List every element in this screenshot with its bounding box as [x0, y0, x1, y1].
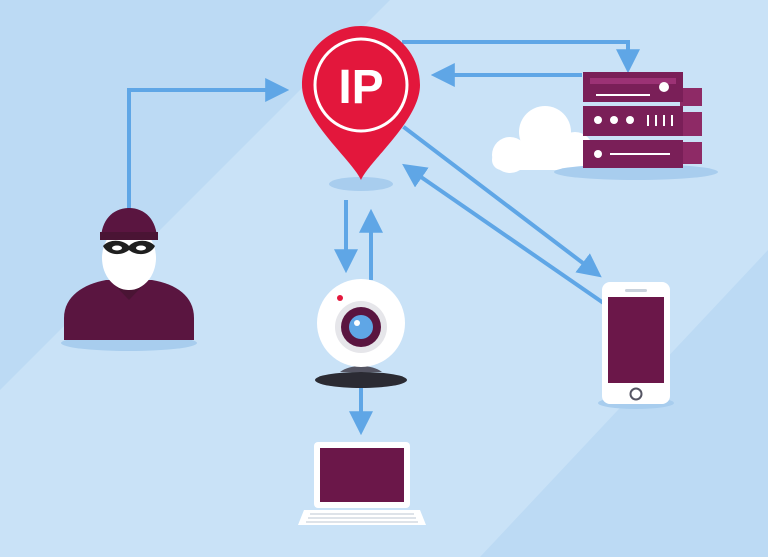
webcam-indicator-light — [337, 295, 343, 301]
hacker — [61, 208, 197, 351]
cloud — [492, 106, 593, 173]
laptop-keyboard — [306, 513, 418, 523]
server-unit-1-side — [680, 88, 702, 106]
phone-speaker — [625, 289, 647, 292]
pin-label: IP — [338, 61, 383, 114]
arrow-ip-to-phone — [402, 125, 602, 278]
ip-location-pin: IP — [302, 26, 420, 191]
hacker-torso — [64, 280, 194, 340]
webcam — [315, 279, 407, 388]
cloud-base — [492, 150, 592, 170]
phone-home-button — [629, 387, 643, 401]
webcam-stand-base — [315, 372, 407, 388]
server-unit-3-side — [680, 142, 702, 164]
arrow-hacker-to-ip — [127, 78, 290, 215]
laptop-screen — [320, 448, 404, 502]
hacker-beanie-band — [100, 232, 158, 240]
arrow-phone-to-ip — [402, 163, 605, 305]
pin-shadow — [329, 177, 393, 191]
smartphone — [598, 282, 674, 409]
hacker-eye-left — [112, 245, 122, 251]
server-unit-2-knob-2 — [610, 116, 618, 124]
server-unit-2-knob-1 — [594, 116, 602, 124]
pin-inner-circle — [313, 37, 409, 133]
server-unit-2-knob-3 — [626, 116, 634, 124]
connection-arrows — [127, 40, 640, 436]
phone-screen — [608, 297, 664, 383]
hacker-eye-right — [136, 245, 146, 251]
server-unit-2-ports — [647, 115, 673, 126]
server-unit-1-top — [590, 78, 676, 84]
server-unit-1-led — [659, 82, 669, 92]
webcam-lens — [349, 315, 373, 339]
server-unit-2-side — [680, 112, 702, 136]
arrow-ip-to-server — [402, 40, 640, 74]
laptop — [298, 442, 426, 525]
webcam-stand-neck — [340, 366, 382, 372]
server-unit-3-knob — [594, 150, 602, 158]
webcam-lens-highlight — [354, 320, 360, 326]
hacker-eye-mask — [103, 240, 155, 255]
server-rack — [554, 72, 718, 180]
